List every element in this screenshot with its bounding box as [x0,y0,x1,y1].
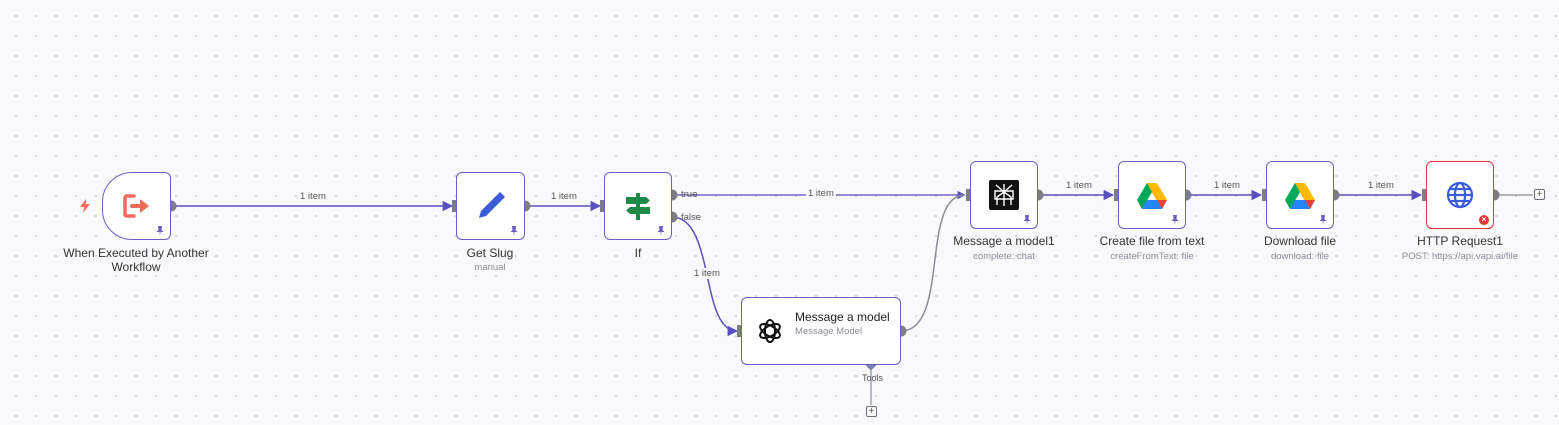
pin-icon [657,226,665,236]
node-get-slug[interactable] [456,172,525,240]
node-subtitle: manual [474,262,506,273]
node-http-request1[interactable]: × [1426,161,1494,229]
google-drive-icon [1285,182,1315,209]
edge-label-download-http: 1 item [1366,180,1396,191]
node-message-a-model1[interactable] [970,161,1038,229]
pin-icon [1023,215,1031,225]
tools-label: Tools [862,373,884,383]
globe-icon [1446,181,1474,209]
google-drive-icon [1137,182,1167,209]
node-title: When Executed by Another Workflow [63,246,209,274]
node-when-executed-by-another-workflow[interactable] [102,172,171,240]
node-subtitle: download: file [1270,251,1330,262]
node-if[interactable] [604,172,672,240]
edge-label-create-download: 1 item [1212,180,1242,191]
node-title: Download file [1263,234,1337,248]
error-icon: × [1479,215,1489,225]
node-subtitle: complete: chat [973,251,1035,262]
node-title: If [634,246,642,260]
add-node-button[interactable]: + [1534,189,1545,200]
edge-label-if-false: 1 item [692,268,722,279]
edge-label-if-true: 1 item [806,188,836,199]
node-subtitle: Message Model [795,326,863,337]
add-tool-button[interactable]: + [866,406,877,417]
node-title: Create file from text [1099,234,1205,248]
perplexity-icon [989,180,1019,210]
pencil-icon [478,192,505,218]
sign-in-icon [122,194,149,218]
edge-label-getslug-if: 1 item [549,191,579,202]
edge-model-model1[interactable] [900,194,966,332]
pin-icon [510,226,518,236]
openai-icon [759,319,781,343]
pin-icon [156,226,164,236]
if-false-label: false [681,212,702,223]
signpost-icon [626,193,650,220]
node-title: Message a model [795,310,890,324]
edge-label-model1-create: 1 item [1064,180,1094,191]
pin-icon [1171,215,1179,225]
node-message-a-model[interactable]: Message a model Message Model [741,297,901,365]
if-true-label: true [681,189,698,200]
node-title: Message a model1 [953,234,1055,248]
pin-icon [1319,215,1327,225]
node-subtitle: createFromText: file [1110,251,1194,262]
node-title: HTTP Request1 [1417,234,1503,248]
node-subtitle: POST: https://api.vapi.ai/file [1401,251,1519,262]
node-create-file-from-text[interactable] [1118,161,1186,229]
trigger-lightning-icon [80,199,90,213]
node-download-file[interactable] [1266,161,1334,229]
edge-label-trigger-getslug: 1 item [298,191,328,202]
node-title: Get Slug [466,246,514,260]
